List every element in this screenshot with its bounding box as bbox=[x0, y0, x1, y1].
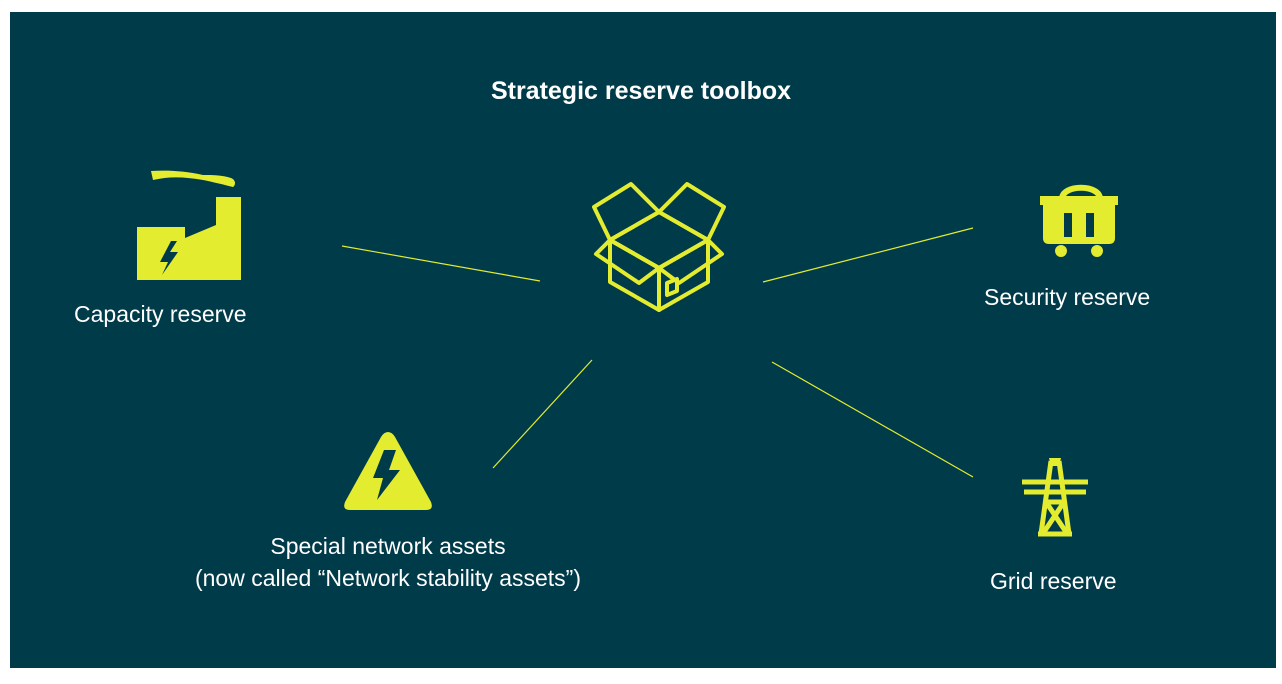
transmission-tower-icon bbox=[1022, 458, 1088, 537]
connector-grid bbox=[771, 361, 974, 478]
diagram-title: Strategic reserve toolbox bbox=[490, 77, 792, 105]
connector-special bbox=[492, 359, 593, 469]
special-network-assets-label: Special network assets (now called “Netw… bbox=[150, 530, 626, 594]
connector-capacity bbox=[341, 245, 541, 282]
grid-reserve-label: Grid reserve bbox=[990, 568, 1117, 594]
connector-security bbox=[762, 227, 974, 283]
special-network-assets-line1: Special network assets bbox=[270, 533, 506, 559]
security-reserve-label: Security reserve bbox=[984, 284, 1151, 310]
open-box-icon bbox=[592, 182, 726, 312]
warning-lightning-icon bbox=[344, 432, 432, 510]
special-network-assets-line2: (now called “Network stability assets”) bbox=[194, 565, 581, 591]
diagram-background bbox=[10, 12, 1276, 668]
factory-lightning-icon bbox=[137, 170, 241, 280]
mine-cart-icon bbox=[1040, 184, 1118, 257]
capacity-reserve-label: Capacity reserve bbox=[74, 301, 247, 327]
